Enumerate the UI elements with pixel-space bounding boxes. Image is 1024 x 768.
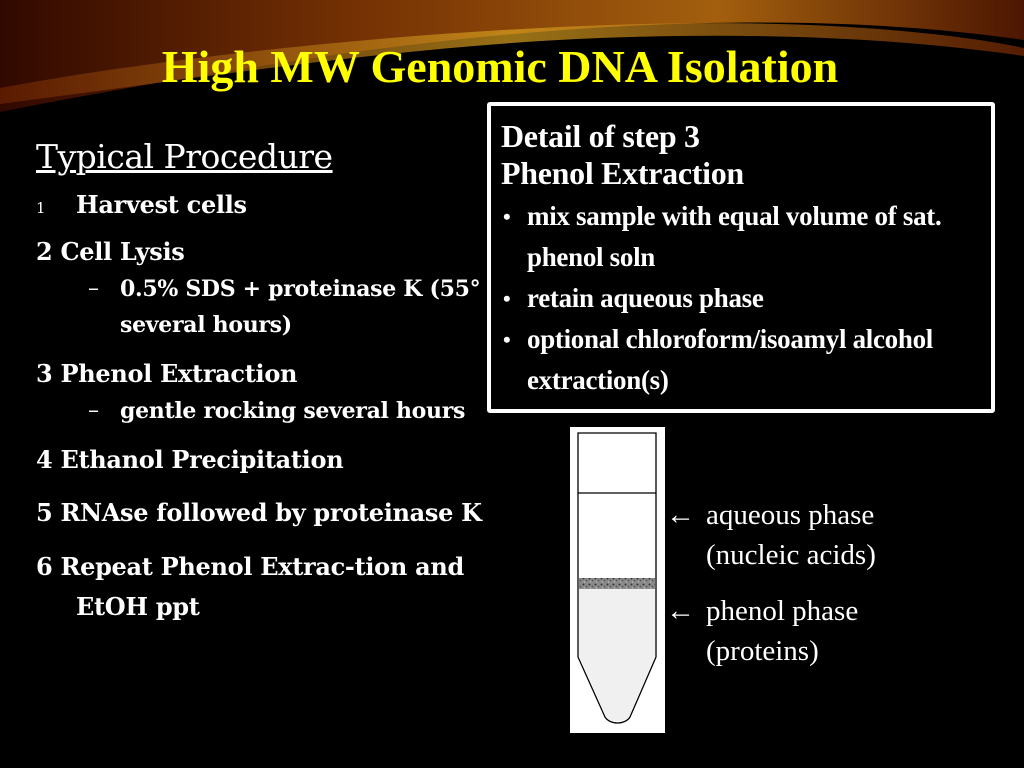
- dash-marker: –: [88, 276, 99, 301]
- procedure-heading: Typical Procedure: [36, 137, 333, 176]
- step-6: 6 Repeat Phenol Extrac-tion and EtOH ppt: [36, 552, 464, 621]
- detail-bullet-text: retain aqueous phase: [527, 283, 764, 313]
- detail-box: Detail of step 3 Phenol Extraction • mix …: [487, 102, 995, 413]
- detail-box-title: Detail of step 3: [501, 118, 700, 154]
- phenol-layer: [579, 589, 655, 722]
- detail-bullet-list: • mix sample with equal volume of sat. ph…: [501, 196, 981, 401]
- detail-bullet-item: • optional chloroform/isoamyl alcohol ext…: [501, 319, 981, 401]
- left-arrow-icon: ←: [666, 499, 695, 531]
- background-swoosh: [0, 0, 1024, 112]
- step-3-detail: –gentle rocking several hours: [88, 393, 486, 429]
- interphase-layer: [579, 578, 655, 589]
- step-2-detail-text: 0.5% SDS + proteinase K (55° several hou…: [120, 276, 481, 338]
- phenol-phase-label: ← phenol phase (proteins): [666, 591, 858, 671]
- step-1: 1 Harvest cells: [36, 186, 486, 227]
- bullet-marker: •: [503, 286, 511, 311]
- bullet-marker: •: [503, 327, 511, 352]
- detail-bullet-text: optional chloroform/isoamyl alcohol extr…: [527, 324, 933, 395]
- procedure-section: Typical Procedure 1 Harvest cells 2 Cell …: [36, 137, 486, 641]
- dash-marker: –: [88, 398, 99, 423]
- step-1-number: 1: [36, 199, 46, 217]
- bullet-marker: •: [503, 204, 511, 229]
- step-5: 5 RNAse followed by proteinase K: [36, 498, 482, 527]
- step-4: 4 Ethanol Precipitation: [36, 445, 344, 474]
- detail-box-subtitle: Phenol Extraction: [501, 155, 744, 191]
- step-2: 2 Cell Lysis: [36, 237, 185, 266]
- left-arrow-icon: ←: [666, 595, 695, 627]
- centrifuge-tube-diagram: [570, 427, 665, 733]
- slide-title: High MW Genomic DNA Isolation: [161, 41, 839, 92]
- step-3: 3 Phenol Extraction: [36, 359, 298, 388]
- detail-bullet-item: • retain aqueous phase: [501, 278, 981, 319]
- detail-bullet-text: mix sample with equal volume of sat. phe…: [527, 201, 942, 272]
- step-3-detail-text: gentle rocking several hours: [120, 398, 466, 424]
- step-1-text: Harvest cells: [76, 190, 247, 219]
- detail-bullet-item: • mix sample with equal volume of sat. ph…: [501, 196, 981, 278]
- aqueous-phase-text: aqueous phase: [706, 499, 875, 531]
- step-2-detail: –0.5% SDS + proteinase K (55° several ho…: [88, 271, 486, 343]
- phenol-phase-text: phenol phase: [706, 595, 859, 627]
- aqueous-phase-subtext: (nucleic acids): [706, 539, 876, 571]
- aqueous-phase-label: ← aqueous phase (nucleic acids): [666, 495, 876, 575]
- phenol-phase-subtext: (proteins): [706, 635, 819, 667]
